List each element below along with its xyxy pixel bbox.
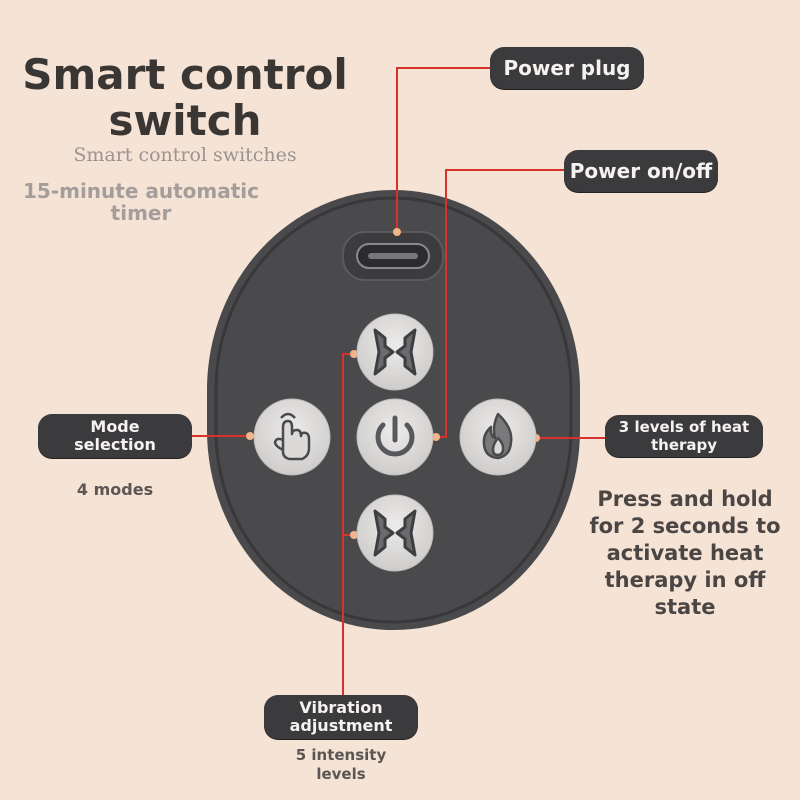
leader-power-plug [396,67,492,232]
label-power-plug: Power plug [490,47,644,89]
hand-mode-icon [273,412,311,461]
timer-line-2: timer [110,201,172,225]
heat-button[interactable] [459,398,537,476]
page-title: Smart control switch [0,52,370,144]
vibration-up-icon [373,328,417,376]
vibration-up-button[interactable] [356,313,434,391]
usb-c-port-icon [342,231,444,281]
note-heat-instructions: Press and hold for 2 seconds to activate… [589,487,781,619]
label-heat-levels: 3 levels of heat therapy [605,415,763,457]
label-vibration-adjustment: Vibration adjustment [264,695,418,739]
subtitle: Smart control switches [73,144,297,166]
power-button[interactable] [356,398,434,476]
timer-feature: 15-minute automatic timer [0,180,282,224]
title-line-2: switch [108,96,262,145]
mode-button[interactable] [253,398,331,476]
note-intensity-levels: 5 intensity levels [295,746,387,783]
label-mode-selection: Mode selection [38,414,192,458]
flame-icon [482,412,513,460]
note-modes: 4 modes [76,480,154,499]
timer-line-1: 15-minute automatic [22,179,260,203]
power-icon [375,415,415,457]
title-line-1: Smart control [22,50,348,99]
label-power-onoff: Power on/off [564,150,718,192]
leader-power-onoff [436,169,566,438]
device-body-rim [214,196,573,624]
vibration-down-button[interactable] [356,494,434,572]
vibration-down-icon [373,509,417,557]
